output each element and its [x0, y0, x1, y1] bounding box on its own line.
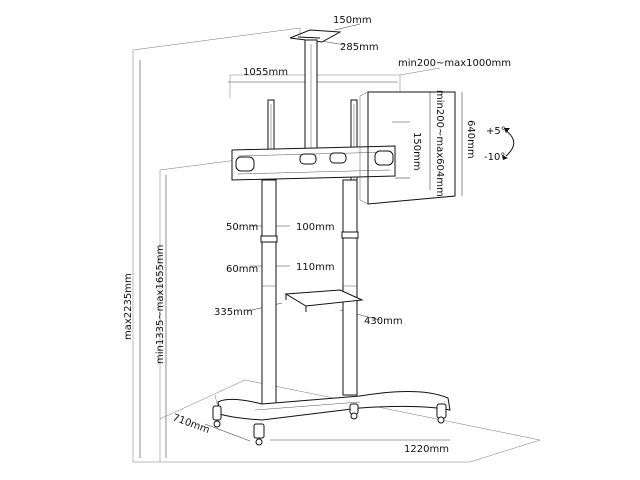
label-shelf-depth: 335mm	[214, 307, 253, 318]
label-vesa-vertical: min200~max604mm	[434, 90, 445, 197]
perspective-planes	[132, 27, 541, 463]
label-total-height: max2235mm	[123, 273, 134, 340]
label-arm-offset: 150mm	[411, 132, 422, 171]
label-adjust-height: min1335~max1655mm	[155, 245, 166, 364]
shelf	[284, 289, 364, 312]
label-bracket-width: 1055mm	[243, 67, 288, 78]
label-clamp-lower-width: 110mm	[296, 262, 335, 273]
columns	[260, 179, 359, 411]
label-plate-depth: 285mm	[340, 42, 379, 53]
label-tilt-down: -10°	[484, 152, 505, 163]
tv-screen-outline	[359, 91, 456, 205]
label-plate-width: 150mm	[333, 15, 372, 26]
label-clamp-upper-width: 100mm	[296, 222, 335, 233]
label-base-depth: 710mm	[171, 412, 211, 436]
label-shelf-width: 430mm	[364, 316, 403, 327]
casters	[212, 403, 447, 446]
base-frame	[217, 391, 451, 421]
label-bracket-height: 640mm	[465, 120, 476, 159]
label-tilt-up: +5°	[486, 126, 506, 137]
label-base-width: 1220mm	[404, 444, 449, 455]
label-clamp-lower-dia: 60mm	[226, 264, 258, 275]
label-clamp-upper-dia: 50mm	[226, 222, 258, 233]
tilt-arrow-icon	[502, 128, 515, 160]
mounting-bracket	[231, 145, 396, 181]
label-vesa-horizontal: min200~max1000mm	[398, 58, 511, 69]
upper-mast	[304, 39, 318, 151]
